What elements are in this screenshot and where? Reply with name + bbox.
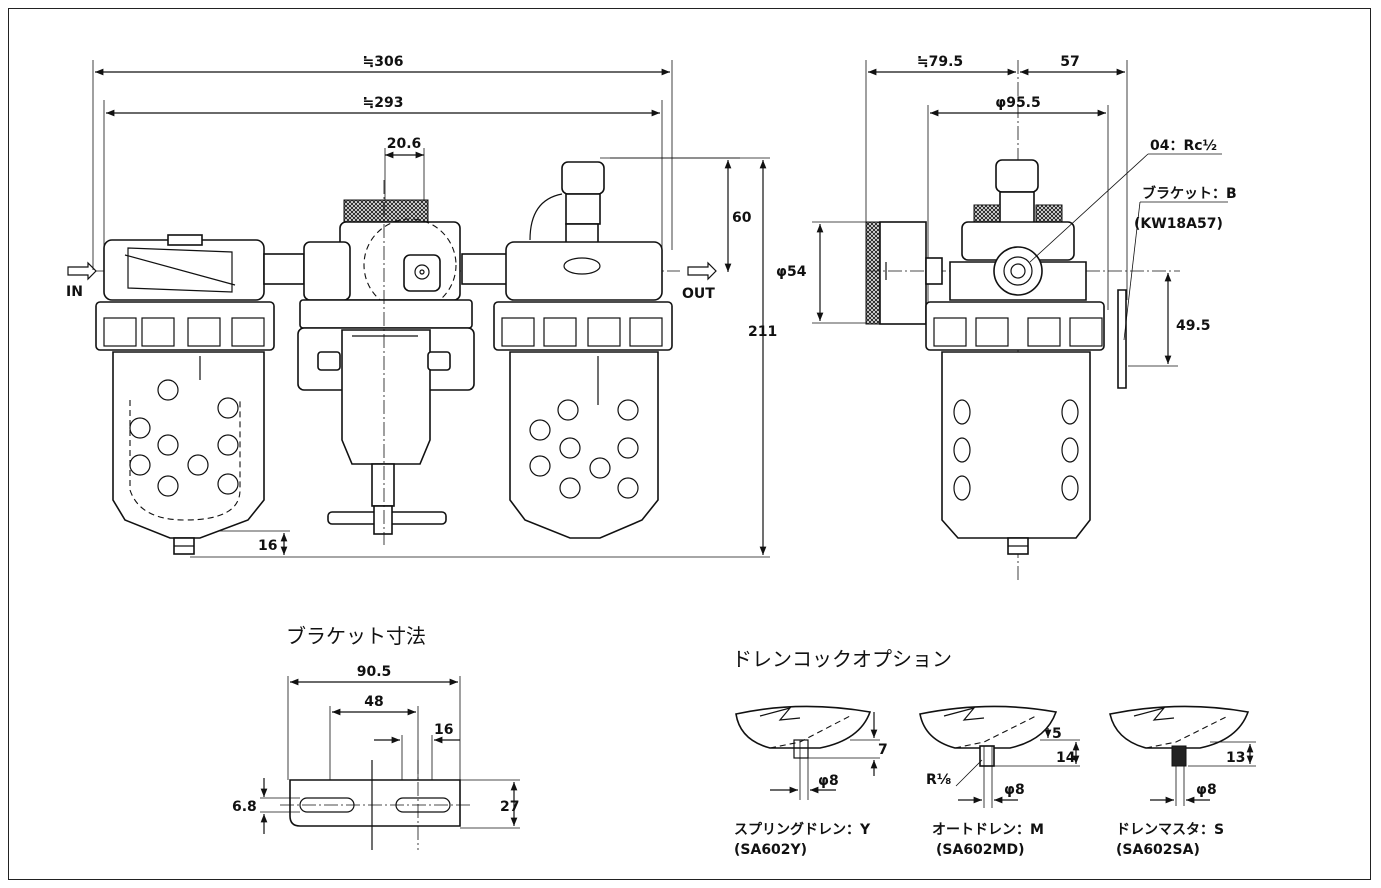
dim-left-depth-label: ≒79.5 [917, 54, 963, 70]
drain-s-diameter-label: φ8 [1196, 782, 1217, 798]
front-view: ≒306 ≒293 20.6 60 211 [66, 54, 777, 558]
bracket-dimensions-section: ブラケット寸法 90.5 48 16 27 6.8 [232, 624, 520, 850]
dim-total-height-label: 211 [748, 324, 777, 340]
drain-y-name: スプリングドレン：Y [734, 821, 871, 838]
lubricator-unit [493, 161, 673, 539]
out-port-arrow: OUT [682, 261, 717, 302]
dim-regulator-offset: 20.6 [384, 136, 425, 205]
dim-regulator-offset-label: 20.6 [387, 136, 422, 152]
dim-gauge-diameter: φ54 [776, 221, 866, 324]
dim-bowl-diameter-label: φ95.5 [995, 95, 1041, 111]
drain-s-name: ドレンマスタ：S [1116, 822, 1224, 838]
drain-m-height-label: 14 [1056, 750, 1076, 766]
filter-unit [95, 234, 305, 555]
port-size-label: 04：Rc½ [1150, 138, 1217, 154]
drain-m-thread-label: R⅛ [926, 772, 951, 788]
bracket-total-width-label: 90.5 [357, 664, 392, 680]
dim-overall-width-label: ≒306 [363, 54, 404, 70]
side-body [925, 159, 1127, 555]
dim-drain-height: 16 [200, 530, 290, 555]
drain-y-diameter-label: φ8 [818, 773, 839, 789]
bracket-part-number: (KW18A57) [1134, 216, 1223, 232]
drawing-frame [8, 8, 1371, 880]
drain-y-height-label: 7 [878, 742, 888, 758]
drain-option-spring: 7 φ8 スプリングドレン：Y (SA602Y) [734, 705, 888, 858]
dim-right-depth-label: 57 [1060, 54, 1079, 70]
dim-drain-height-label: 16 [258, 538, 277, 554]
dim-overall-width: ≒306 [92, 54, 673, 270]
bracket-dimensions-title: ブラケット寸法 [286, 624, 426, 648]
drain-option-master: 13 φ8 ドレンマスタ：S (SA602SA) [1109, 705, 1256, 858]
bracket-label: ブラケット：B [1142, 185, 1237, 202]
in-port-label: IN [66, 284, 83, 300]
drain-options-section: ドレンコックオプション 7 φ8 スプリングドレン：Y (SA602Y) [732, 647, 1256, 858]
dim-top-to-port-label: 60 [732, 210, 752, 226]
in-port-arrow: IN [66, 261, 97, 300]
pressure-gauge [865, 221, 1180, 325]
dim-body-width: ≒293 [103, 95, 663, 250]
drain-s-height-label: 13 [1226, 750, 1245, 766]
dim-body-width-label: ≒293 [363, 95, 404, 111]
drain-m-name: オートドレン：M [932, 822, 1044, 838]
port-size-callout: 04：Rc½ [1029, 138, 1222, 263]
side-view: ≒79.5 57 φ95.5 φ54 [776, 54, 1237, 580]
regulator-unit [297, 180, 509, 545]
drain-option-auto: 5 14 R⅛ φ8 オートドレン：M (SA602MD) [919, 705, 1080, 858]
drain-m-extra-label: 5 [1052, 726, 1062, 742]
drain-s-code: (SA602SA) [1116, 842, 1200, 858]
bracket-slot-width-label: 16 [434, 722, 453, 738]
dim-bowl-diameter: φ95.5 [927, 95, 1109, 310]
dim-bracket-height-label: 49.5 [1176, 318, 1211, 334]
dim-gauge-diameter-label: φ54 [776, 264, 807, 280]
drain-options-title: ドレンコックオプション [732, 647, 952, 671]
bracket-callout: ブラケット：B (KW18A57) [1123, 185, 1237, 341]
dim-bracket-height: 49.5 [1128, 273, 1211, 367]
drain-m-code: (SA602MD) [936, 842, 1025, 858]
drain-m-diameter-label: φ8 [1004, 782, 1025, 798]
bracket-slot-height-label: 6.8 [232, 799, 257, 815]
drain-y-code: (SA602Y) [734, 842, 807, 858]
bracket-height-label: 27 [500, 799, 519, 815]
bracket-slot-spacing-label: 48 [364, 694, 383, 710]
out-port-label: OUT [682, 286, 715, 302]
dim-total-height: 211 [190, 157, 777, 558]
